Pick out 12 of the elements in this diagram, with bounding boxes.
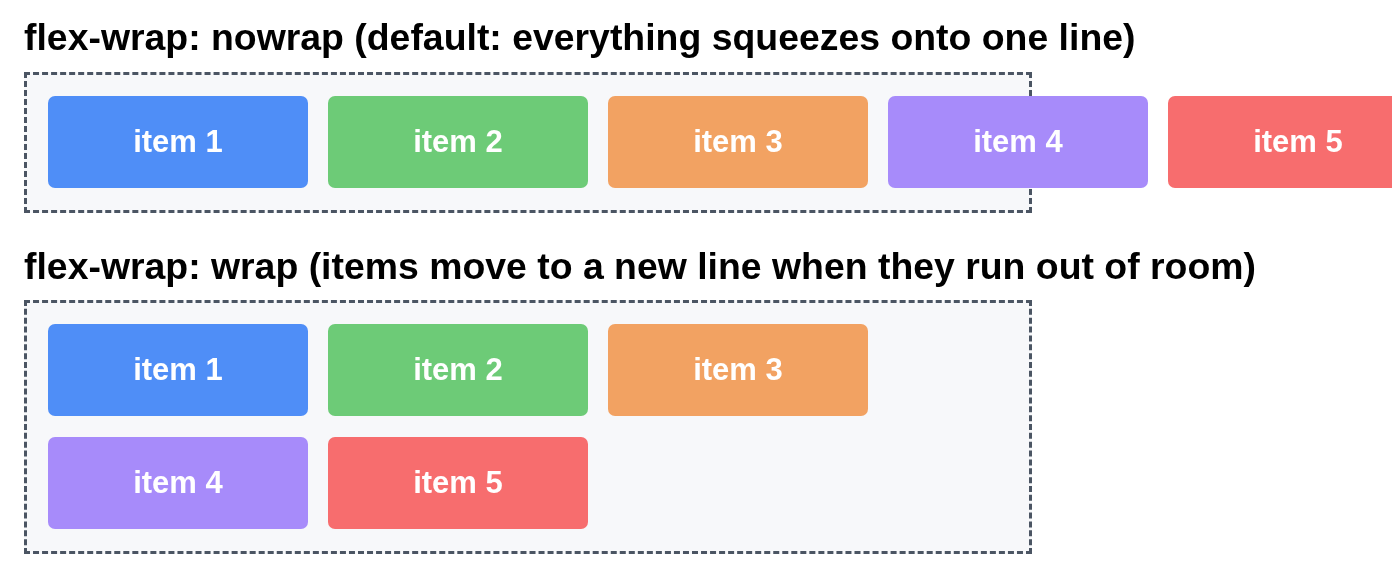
flex-item: item 2 (328, 324, 588, 416)
flex-item: item 1 (48, 324, 308, 416)
flex-item: item 3 (608, 324, 868, 416)
flex-item: item 4 (48, 437, 308, 529)
flex-item: item 3 (608, 96, 868, 188)
flex-item: item 2 (328, 96, 588, 188)
flex-item: item 4 (888, 96, 1148, 188)
flex-item: item 1 (48, 96, 308, 188)
section-heading: flex-wrap: wrap (items move to a new line when they run out of room) (24, 248, 1256, 285)
section-heading: flex-wrap: nowrap (default: everything squeezes onto one line) (24, 19, 1136, 56)
flex-item: item 5 (1168, 96, 1392, 188)
flex-item: item 5 (328, 437, 588, 529)
